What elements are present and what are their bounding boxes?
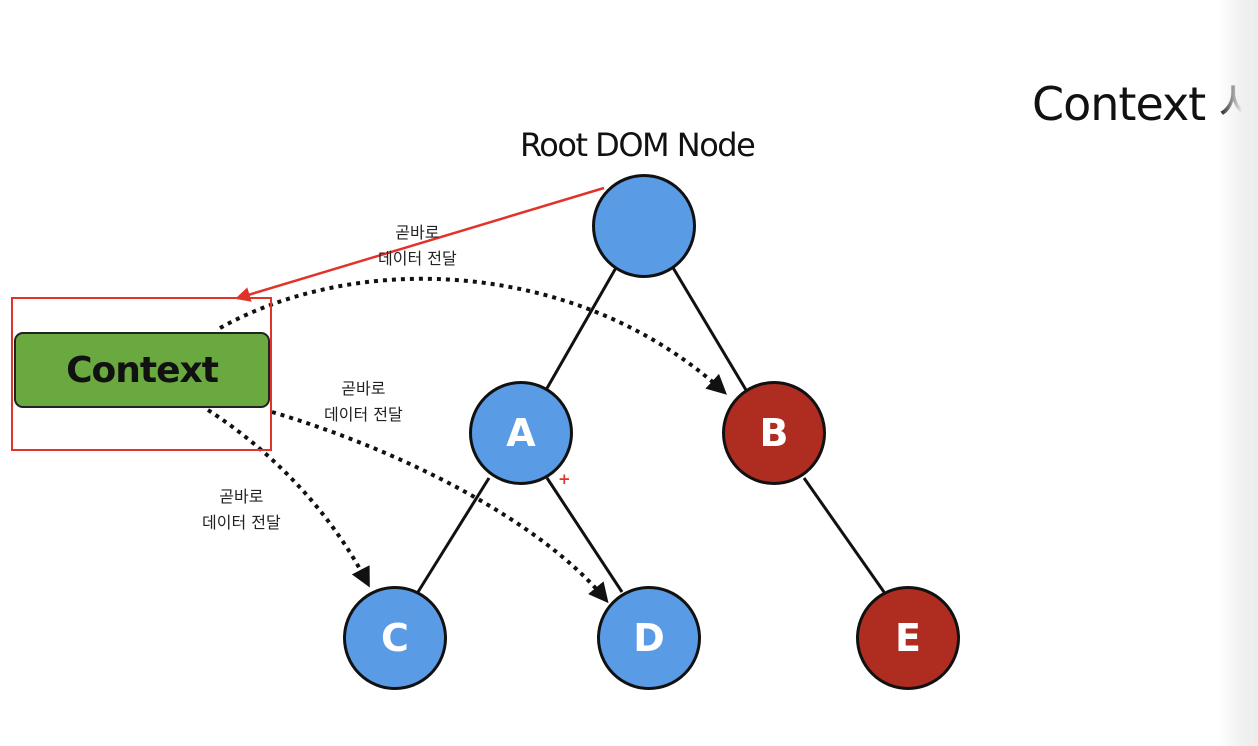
edge-a-d xyxy=(545,477,624,593)
note-to-c: 곧바로 데이터 전달 xyxy=(202,484,281,536)
root-node-label: Root DOM Node xyxy=(520,126,756,164)
node-d: D xyxy=(597,586,701,690)
root-dom-node xyxy=(592,174,696,278)
edge-b-e xyxy=(802,477,886,593)
node-b: B xyxy=(722,381,826,485)
arrow-context-to-c xyxy=(206,408,370,588)
note-to-d-line1: 곧바로 xyxy=(341,379,386,398)
cursor-plus-icon: + xyxy=(558,470,571,488)
edge-a-c xyxy=(416,477,491,593)
context-box: Context xyxy=(14,332,270,408)
arrow-context-to-d xyxy=(271,410,609,604)
slide-edge-shadow xyxy=(1218,0,1258,746)
annotation-arrow xyxy=(235,186,605,302)
node-a: A xyxy=(469,381,573,485)
note-to-b-line1: 곧바로 xyxy=(395,223,440,242)
highlight-rectangle xyxy=(11,297,272,451)
note-to-b: 곧바로 데이터 전달 xyxy=(378,220,457,272)
note-to-d-line2: 데이터 전달 xyxy=(324,405,403,424)
note-to-b-line2: 데이터 전달 xyxy=(378,249,457,268)
node-c: C xyxy=(343,586,447,690)
note-to-c-line1: 곧바로 xyxy=(219,487,264,506)
edge-root-b xyxy=(670,265,748,391)
note-to-d: 곧바로 데이터 전달 xyxy=(324,376,403,428)
note-to-c-line2: 데이터 전달 xyxy=(202,513,281,532)
arrow-context-to-b xyxy=(219,276,727,395)
edge-root-a xyxy=(544,265,619,391)
node-e: E xyxy=(856,586,960,690)
